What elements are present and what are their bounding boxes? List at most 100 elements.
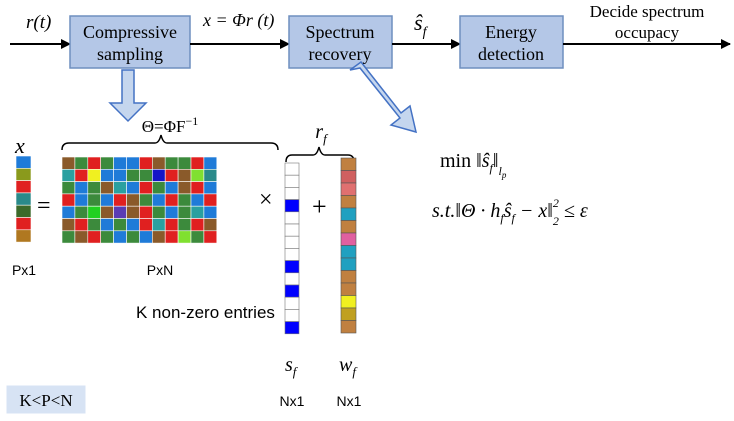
theta-matrix-cell <box>87 230 102 244</box>
r-brace <box>285 146 355 163</box>
detection-block-line2: detection <box>478 44 544 64</box>
condition-label: K<P<N <box>19 391 72 410</box>
theta-matrix-cell <box>203 169 218 182</box>
theta-matrix-cell <box>177 156 192 170</box>
theta-matrix-cell <box>139 230 153 244</box>
theta-matrix-cell <box>87 169 102 182</box>
theta-matrix-cell <box>164 169 179 182</box>
sparse-vector-cell <box>284 296 300 310</box>
noise-vector-cell <box>340 282 357 296</box>
theta-matrix-cell <box>61 181 76 195</box>
sparsity-annotation: K non-zero entries <box>136 303 275 322</box>
output-label-line1: Decide spectrum <box>590 2 705 21</box>
theta-matrix-cell <box>100 193 114 207</box>
measurement-label: x = Φr (t) <box>202 10 274 31</box>
sparse-vector-cell <box>284 248 300 261</box>
noise-vector-cell <box>340 295 357 309</box>
sparse-vector-cell <box>284 162 300 176</box>
input-signal-label: r(t) <box>26 12 51 33</box>
theta-matrix-cell <box>100 230 114 244</box>
theta-matrix-cell <box>113 156 127 170</box>
spectrum-recovery-block <box>288 15 393 69</box>
theta-matrix-cell <box>152 169 166 182</box>
theta-matrix-cell <box>177 205 192 219</box>
theta-matrix-cell <box>87 205 102 219</box>
dim-label-theta: PxN <box>147 262 173 278</box>
theta-matrix-cell <box>113 230 127 244</box>
recovery-block-line1: Spectrum <box>306 22 375 42</box>
theta-matrix-cell <box>190 181 205 195</box>
x-vector-cell <box>15 155 32 169</box>
theta-matrix-cell <box>126 218 140 232</box>
theta-matrix-cell <box>139 169 153 182</box>
theta-matrix-cell <box>100 169 114 182</box>
theta-matrix-cell <box>87 218 102 232</box>
theta-matrix-cell <box>152 156 166 170</box>
theta-matrix-cell <box>126 181 140 195</box>
theta-matrix-cell <box>190 205 205 219</box>
theta-matrix-cell <box>152 181 166 195</box>
dim-label-x: Px1 <box>12 262 36 278</box>
theta-matrix-cell <box>139 181 153 195</box>
theta-matrix-cell <box>190 193 205 207</box>
theta-matrix-cell <box>87 193 102 207</box>
noise-vector-cell <box>340 245 357 259</box>
theta-matrix-cell <box>139 156 153 170</box>
noise-vector-cell <box>340 182 357 196</box>
sparse-vector-cell <box>284 199 300 213</box>
w-vector <box>340 157 357 334</box>
recovery-diagonal-arrow <box>349 60 418 134</box>
sparse-vector-cell <box>284 284 300 298</box>
theta-matrix-cell <box>190 156 205 170</box>
theta-brace <box>61 134 279 151</box>
objective-formula: min ‖ŝf‖lp <box>440 150 507 180</box>
noise-vector-cell <box>340 220 357 234</box>
theta-matrix-cell <box>164 230 179 244</box>
theta-matrix-cell <box>203 156 218 170</box>
theta-matrix-cell <box>61 230 76 244</box>
theta-matrix-cell <box>113 181 127 195</box>
theta-matrix-cell <box>177 218 192 232</box>
theta-matrix-cell <box>74 218 89 232</box>
s-label: sf <box>285 354 299 379</box>
theta-matrix-cell <box>126 230 140 244</box>
sampling-block-line2: sampling <box>97 44 163 64</box>
theta-matrix-cell <box>74 193 89 207</box>
theta-matrix-cell <box>126 169 140 182</box>
theta-matrix-cell <box>74 181 89 195</box>
noise-vector-cell <box>340 307 357 321</box>
energy-detection-block <box>459 15 564 69</box>
theta-matrix-cell <box>203 230 218 244</box>
theta-label: Θ=ΦF−1 <box>142 114 199 136</box>
theta-matrix-cell <box>203 205 218 219</box>
noise-vector-cell <box>340 170 357 184</box>
theta-matrix-cell <box>190 169 205 182</box>
sampling-block-line1: Compressive <box>83 22 177 42</box>
noise-vector-cell <box>340 257 357 271</box>
theta-matrix-cell <box>152 205 166 219</box>
s-vector <box>284 162 300 335</box>
theta-matrix-cell <box>113 169 127 182</box>
theta-matrix-cell <box>139 218 153 232</box>
sparse-vector-cell <box>284 174 300 188</box>
theta-matrix-cell <box>113 205 127 219</box>
r-label: rf <box>315 121 329 146</box>
theta-matrix-cell <box>203 181 218 195</box>
theta-matrix-cell <box>164 205 179 219</box>
noise-vector-cell <box>340 232 357 246</box>
theta-matrix-cell <box>74 156 89 170</box>
noise-vector-cell <box>340 157 357 171</box>
theta-matrix-cell <box>190 218 205 232</box>
dim-label-w: Nx1 <box>337 393 362 409</box>
sparse-vector-cell <box>284 260 300 274</box>
theta-matrix-cell <box>177 169 192 182</box>
theta-matrix-cell <box>190 230 205 244</box>
theta-matrix-cell <box>152 230 166 244</box>
theta-matrix-cell <box>113 193 127 207</box>
x-vector-cell <box>15 229 32 243</box>
theta-matrix-cell <box>152 218 166 232</box>
sparse-vector-cell <box>284 272 300 286</box>
